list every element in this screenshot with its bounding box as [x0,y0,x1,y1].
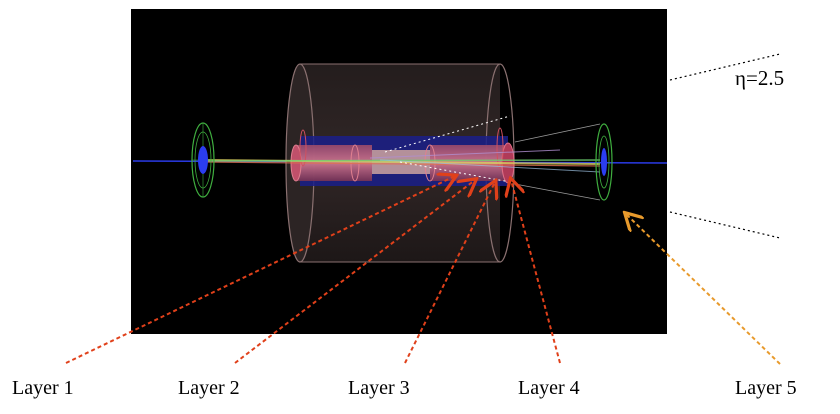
eta-label: η=2.5 [735,66,785,90]
arrow-layer-3 [404,182,495,364]
layer-arrows [65,176,781,365]
layer-label-3: Layer 3 [348,377,410,399]
layer-label-1: Layer 1 [12,377,74,399]
eta-boundary [384,53,781,239]
arrow-layer-4 [511,180,561,364]
layer-label-5: Layer 5 [735,377,797,399]
layer-label-2: Layer 2 [178,377,240,399]
arrow-layer-1 [65,176,455,364]
arrow-layer-2 [234,180,475,364]
track-bundle [204,149,601,173]
right-endcap [514,123,613,201]
layer-label-4: Layer 4 [518,377,580,399]
left-endcap [191,122,215,198]
arrow-layer-5 [626,214,781,365]
